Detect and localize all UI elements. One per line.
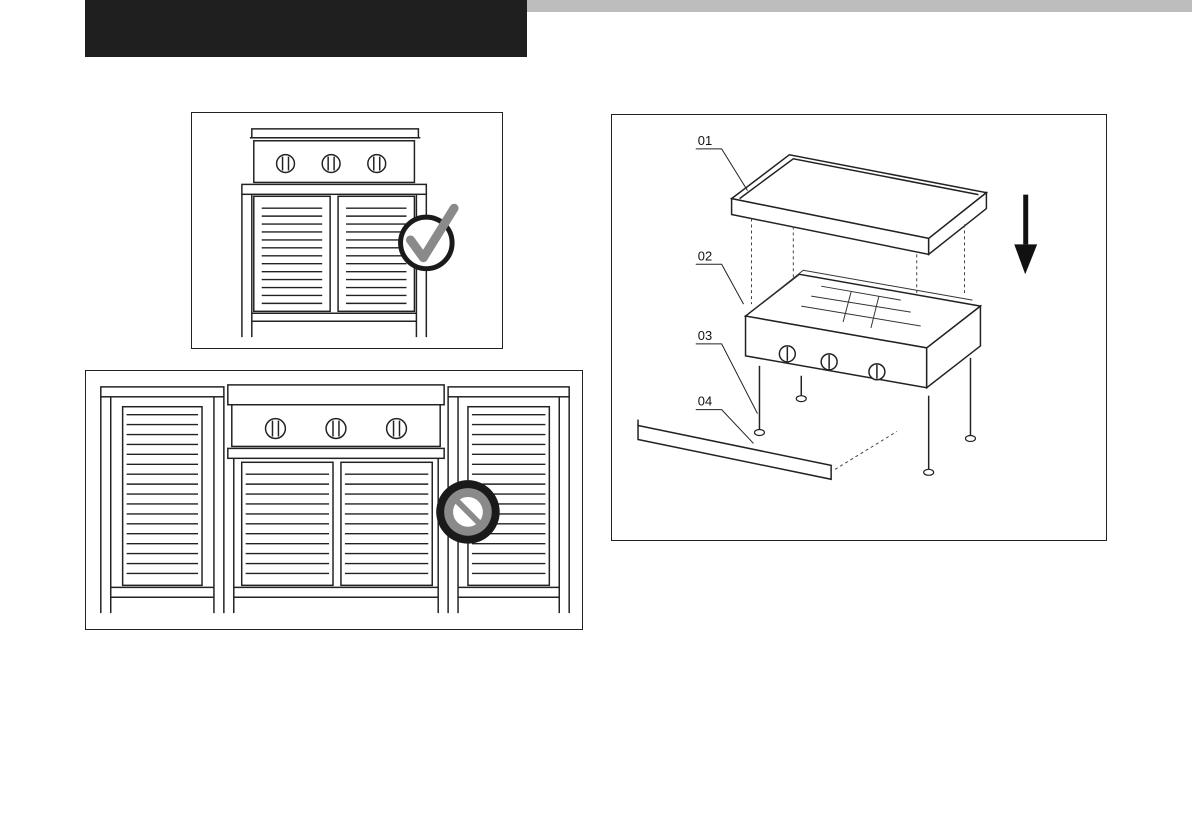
part-02-burner-body bbox=[746, 274, 981, 387]
part-label-03: 03 bbox=[698, 328, 712, 343]
part-01-griddle-plate bbox=[732, 155, 987, 255]
part-04-front-rail bbox=[638, 420, 831, 480]
prohibited-icon bbox=[436, 480, 500, 544]
check-mark-icon bbox=[401, 208, 455, 268]
header-rule bbox=[527, 0, 1192, 12]
griddle-between-cabinets-drawing bbox=[86, 371, 582, 629]
part-label-02: 02 bbox=[698, 248, 712, 263]
exploded-assembly-figure: 01 02 03 04 bbox=[611, 114, 1107, 541]
correct-placement-figure bbox=[191, 112, 503, 349]
part-labels: 01 02 03 04 bbox=[698, 133, 712, 409]
griddle-on-cabinet-drawing bbox=[192, 113, 502, 348]
part-label-01: 01 bbox=[698, 133, 712, 148]
incorrect-placement-figure bbox=[85, 370, 583, 630]
arrow-down-icon bbox=[1014, 195, 1037, 275]
section-header-bar bbox=[85, 0, 527, 57]
part-label-04: 04 bbox=[698, 394, 712, 409]
griddle-exploded-view: 01 02 03 04 bbox=[612, 115, 1106, 540]
